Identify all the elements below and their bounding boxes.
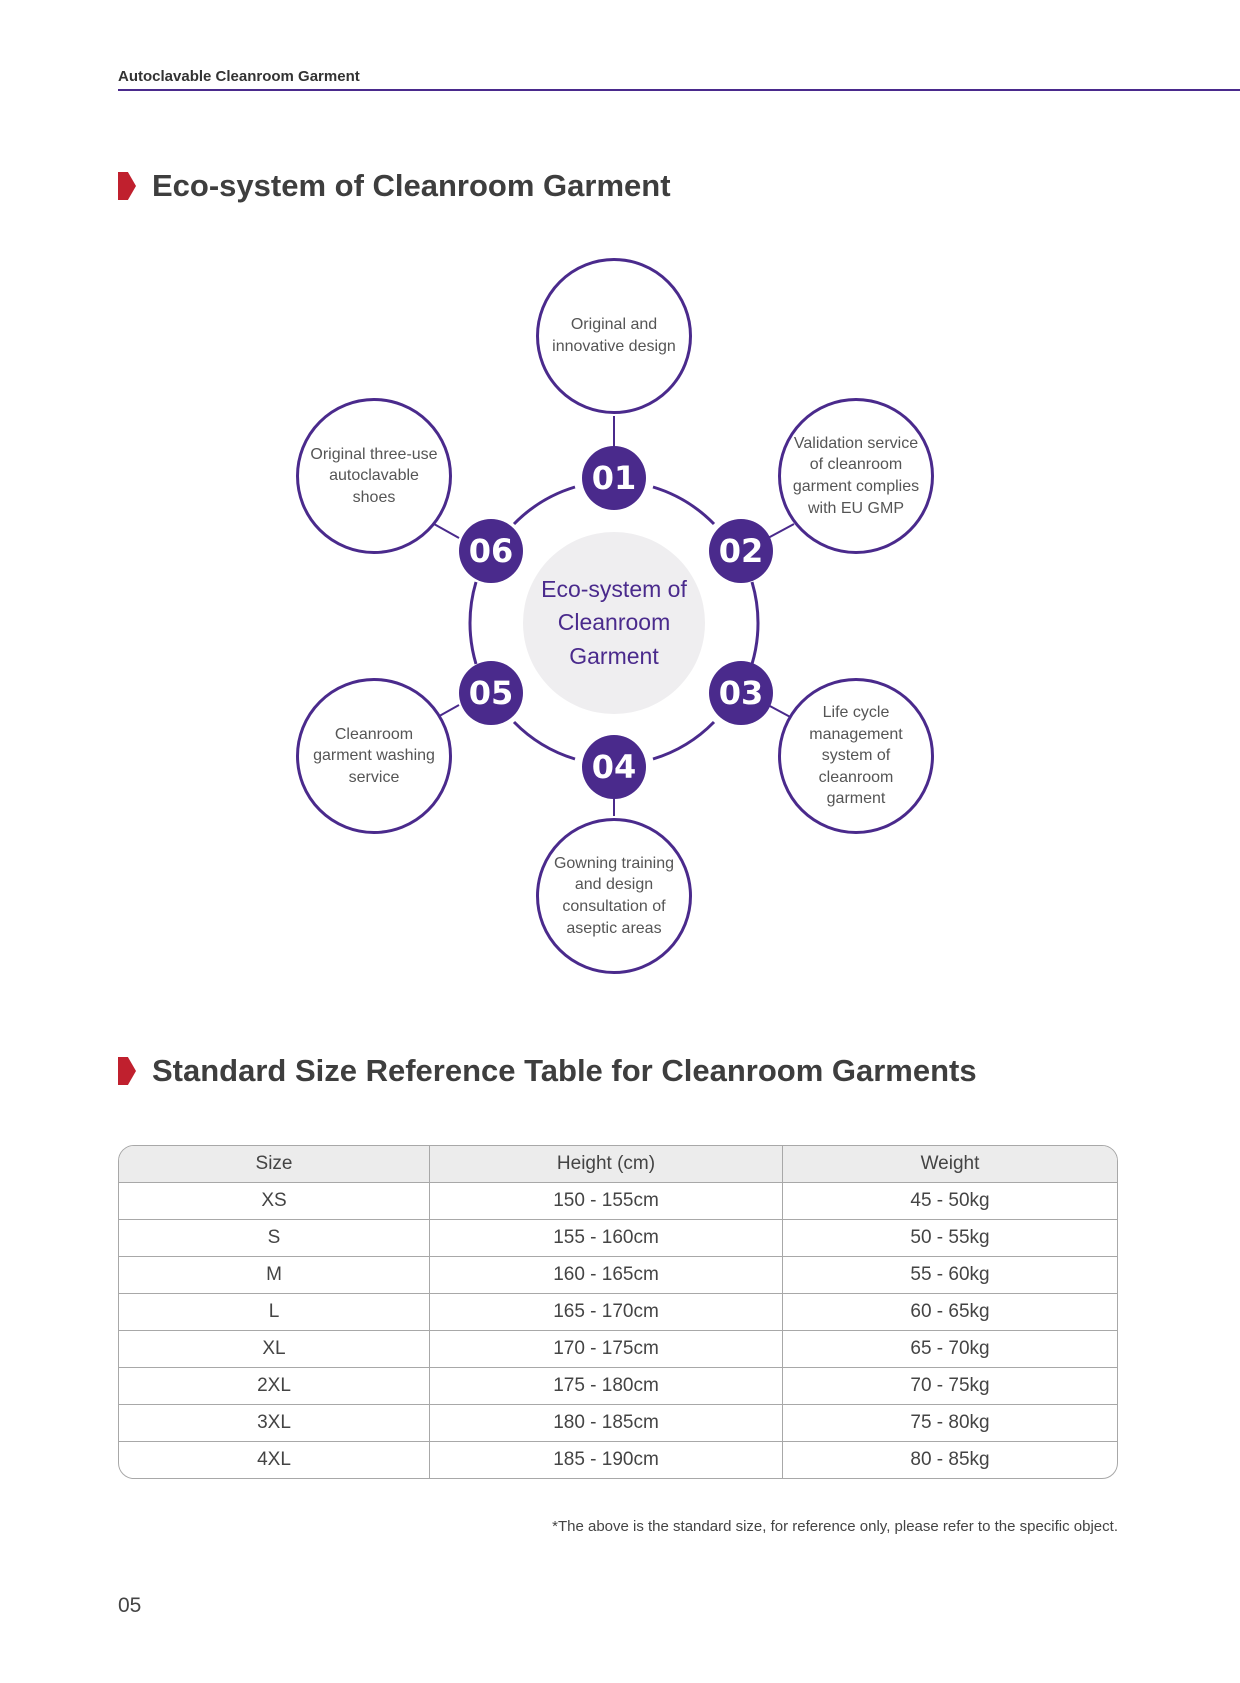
cell-size: 4XL xyxy=(119,1442,430,1478)
table-row: 4XL 185 - 190cm 80 - 85kg xyxy=(119,1442,1117,1478)
cell-height: 170 - 175cm xyxy=(430,1331,783,1368)
node-05-number: 05 xyxy=(459,661,523,725)
section-title-ecosystem-text: Eco-system of Cleanroom Garment xyxy=(152,168,671,203)
node-03-number: 03 xyxy=(709,661,773,725)
cell-height: 180 - 185cm xyxy=(430,1405,783,1442)
ring-arc-04-05 xyxy=(512,720,576,761)
cell-weight: 80 - 85kg xyxy=(910,1449,990,1470)
node-02-number: 02 xyxy=(709,519,773,583)
node-03-description: Life cycle management system of cleanroo… xyxy=(778,678,934,834)
cell-weight: 60 - 65kg xyxy=(783,1294,1117,1331)
node-02-description: Validation service of cleanroom garment … xyxy=(778,398,934,554)
ecosystem-diagram: Eco-system of Cleanroom Garment Original… xyxy=(296,258,934,974)
table-header-row: Size Height (cm) Weight xyxy=(119,1146,1117,1183)
cell-weight: 50 - 55kg xyxy=(783,1220,1117,1257)
node-01-number: 01 xyxy=(582,446,646,510)
column-header-height: Height (cm) xyxy=(430,1146,783,1183)
ring-arc-01-02 xyxy=(652,485,716,526)
cell-size: 3XL xyxy=(119,1405,430,1442)
node-05-description: Cleanroom garment washing service xyxy=(296,678,452,834)
section-marker-icon xyxy=(118,1057,136,1085)
node-01-description: Original and innovative design xyxy=(536,258,692,414)
cell-size: S xyxy=(119,1220,430,1257)
node-06-description: Original three-use autoclavable shoes xyxy=(296,398,452,554)
cell-weight: 65 - 70kg xyxy=(783,1331,1117,1368)
table-row: M 160 - 165cm 55 - 60kg xyxy=(119,1257,1117,1294)
cell-weight: 70 - 75kg xyxy=(783,1368,1117,1405)
spoke-02 xyxy=(767,523,795,539)
node-04-number: 04 xyxy=(582,735,646,799)
document-header-title: Autoclavable Cleanroom Garment xyxy=(118,68,360,85)
ring-arc-02-03 xyxy=(750,581,760,665)
table-row: XL 170 - 175cm 65 - 70kg xyxy=(119,1331,1117,1368)
cell-height: 165 - 170cm xyxy=(430,1294,783,1331)
table-row: 3XL 180 - 185cm 75 - 80kg xyxy=(119,1405,1117,1442)
section-title-size-table-text: Standard Size Reference Table for Cleanr… xyxy=(152,1053,977,1088)
cell-size: 2XL xyxy=(119,1368,430,1405)
page-number: 05 xyxy=(118,1594,142,1617)
ecosystem-center-label: Eco-system of Cleanroom Garment xyxy=(523,532,705,714)
cell-size: XL xyxy=(119,1331,430,1368)
cell-weight: 75 - 80kg xyxy=(783,1405,1117,1442)
size-table-footnote: *The above is the standard size, for ref… xyxy=(552,1518,1118,1535)
table-row: XS 150 - 155cm 45 - 50kg xyxy=(119,1183,1117,1220)
spoke-06 xyxy=(433,523,460,539)
table-row: L 165 - 170cm 60 - 65kg xyxy=(119,1294,1117,1331)
table-row: S 155 - 160cm 50 - 55kg xyxy=(119,1220,1117,1257)
header-divider xyxy=(118,89,1240,91)
cell-height: 155 - 160cm xyxy=(430,1220,783,1257)
size-reference-table: Size Height (cm) Weight XS 150 - 155cm 4… xyxy=(118,1145,1118,1479)
cell-height: 150 - 155cm xyxy=(430,1183,783,1220)
section-title-size-table: Standard Size Reference Table for Cleanr… xyxy=(118,1053,977,1089)
ring-arc-05-06 xyxy=(468,581,478,665)
cell-height: 160 - 165cm xyxy=(430,1257,783,1294)
cell-weight: 45 - 50kg xyxy=(783,1183,1117,1220)
column-header-weight: Weight xyxy=(783,1146,1117,1183)
node-06-number: 06 xyxy=(459,519,523,583)
node-04-description: Gowning training and design consultation… xyxy=(536,818,692,974)
ring-arc-06-01 xyxy=(512,485,576,526)
cell-height: 185 - 190cm xyxy=(430,1442,783,1478)
section-title-ecosystem: Eco-system of Cleanroom Garment xyxy=(118,168,671,204)
cell-size: XS xyxy=(119,1183,430,1220)
table-row: 2XL 175 - 180cm 70 - 75kg xyxy=(119,1368,1117,1405)
section-marker-icon xyxy=(118,172,136,200)
cell-size: M xyxy=(119,1257,430,1294)
cell-height: 175 - 180cm xyxy=(430,1368,783,1405)
cell-size: L xyxy=(119,1294,430,1331)
ring-arc-03-04 xyxy=(652,720,716,761)
cell-weight: 55 - 60kg xyxy=(783,1257,1117,1294)
column-header-size: Size xyxy=(119,1146,430,1183)
